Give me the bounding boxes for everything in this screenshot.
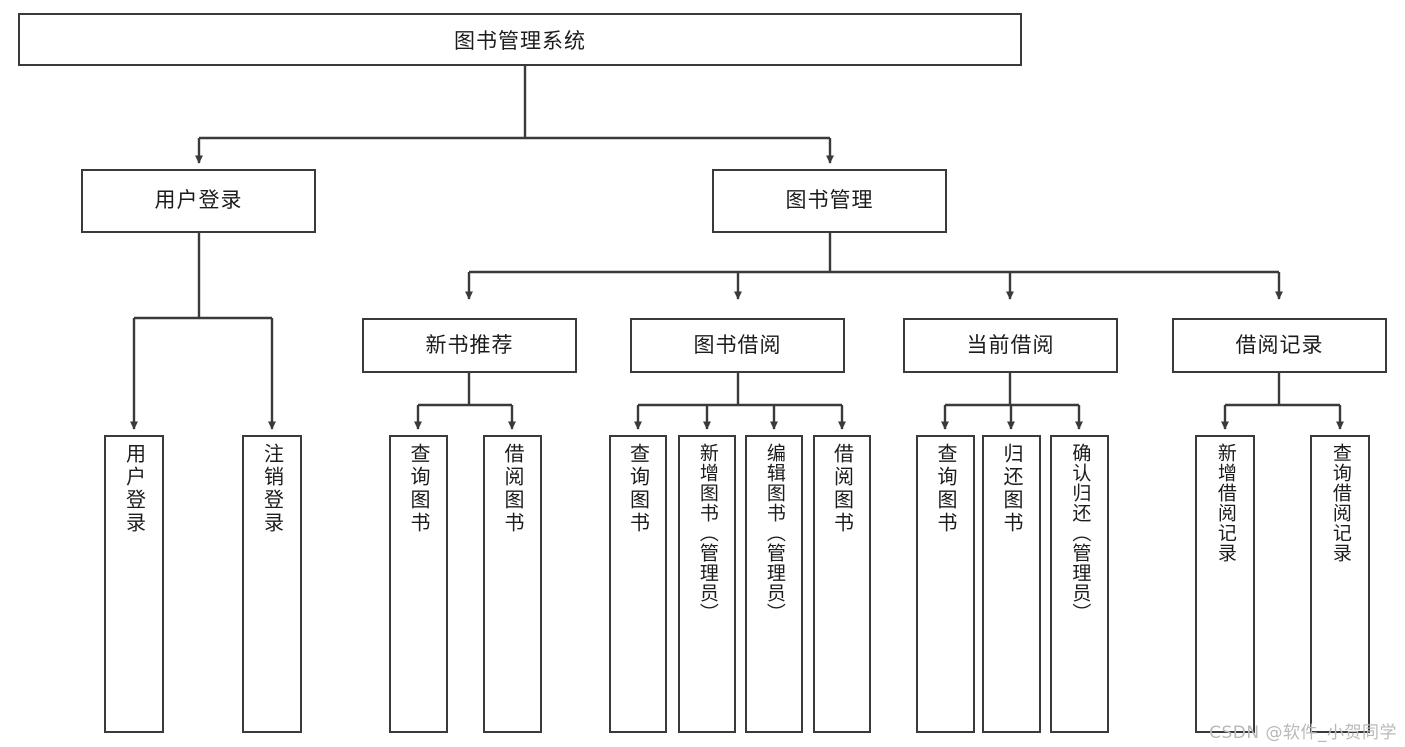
node-leaf-borrow-book-1[interactable]: 借阅图书 [483, 435, 542, 733]
node-leaf-return-book[interactable]: 归还图书 [982, 435, 1041, 733]
node-leaf-logout-login-label: 注销登录 [260, 443, 285, 535]
node-leaf-edit-book[interactable]: 编辑图书（管理员） [745, 435, 803, 733]
node-leaf-query-book-2[interactable]: 查询图书 [609, 435, 667, 733]
node-leaf-query-record[interactable]: 查询借阅记录 [1310, 435, 1370, 733]
node-leaf-query-record-label: 查询借阅记录 [1329, 443, 1352, 563]
node-new-book-recommend-label: 新书推荐 [425, 332, 514, 357]
node-leaf-query-book-1[interactable]: 查询图书 [389, 435, 448, 733]
node-new-book-recommend[interactable]: 新书推荐 [362, 318, 577, 373]
node-borrow-record[interactable]: 借阅记录 [1172, 318, 1387, 373]
node-leaf-return-book-label: 归还图书 [1000, 443, 1024, 535]
node-leaf-borrow-book-2[interactable]: 借阅图书 [813, 435, 871, 733]
watermark: CSDN @软件_小贺同学 [1209, 723, 1397, 743]
node-current-borrow[interactable]: 当前借阅 [903, 318, 1118, 373]
node-book-borrow[interactable]: 图书借阅 [630, 318, 845, 373]
node-book-borrow-label: 图书借阅 [693, 332, 782, 357]
node-root[interactable]: 图书管理系统 [18, 13, 1022, 66]
node-current-borrow-label: 当前借阅 [966, 332, 1055, 357]
node-leaf-borrow-book-2-label: 借阅图书 [830, 443, 855, 535]
node-leaf-confirm-return-label: 确认归还（管理员） [1069, 443, 1092, 623]
node-user-login-label: 用户登录 [154, 188, 243, 213]
node-leaf-add-book[interactable]: 新增图书（管理员） [678, 435, 736, 733]
node-book-manage[interactable]: 图书管理 [712, 169, 947, 233]
node-leaf-add-record[interactable]: 新增借阅记录 [1195, 435, 1255, 733]
node-book-manage-label: 图书管理 [785, 188, 874, 213]
node-leaf-add-record-label: 新增借阅记录 [1214, 443, 1237, 563]
node-leaf-query-book-2-label: 查询图书 [626, 443, 651, 535]
node-leaf-edit-book-label: 编辑图书（管理员） [763, 443, 786, 623]
node-borrow-record-label: 借阅记录 [1235, 332, 1324, 357]
node-user-login[interactable]: 用户登录 [81, 169, 316, 233]
node-leaf-user-login[interactable]: 用户登录 [104, 435, 164, 733]
node-leaf-user-login-label: 用户登录 [122, 443, 147, 535]
node-root-label: 图书管理系统 [454, 28, 586, 53]
node-leaf-confirm-return[interactable]: 确认归还（管理员） [1050, 435, 1109, 733]
node-leaf-query-book-3[interactable]: 查询图书 [916, 435, 975, 733]
node-leaf-query-book-1-label: 查询图书 [407, 443, 431, 535]
node-leaf-borrow-book-1-label: 借阅图书 [501, 443, 525, 535]
node-leaf-add-book-label: 新增图书（管理员） [696, 443, 719, 623]
node-leaf-query-book-3-label: 查询图书 [934, 443, 958, 535]
node-leaf-logout-login[interactable]: 注销登录 [242, 435, 302, 733]
